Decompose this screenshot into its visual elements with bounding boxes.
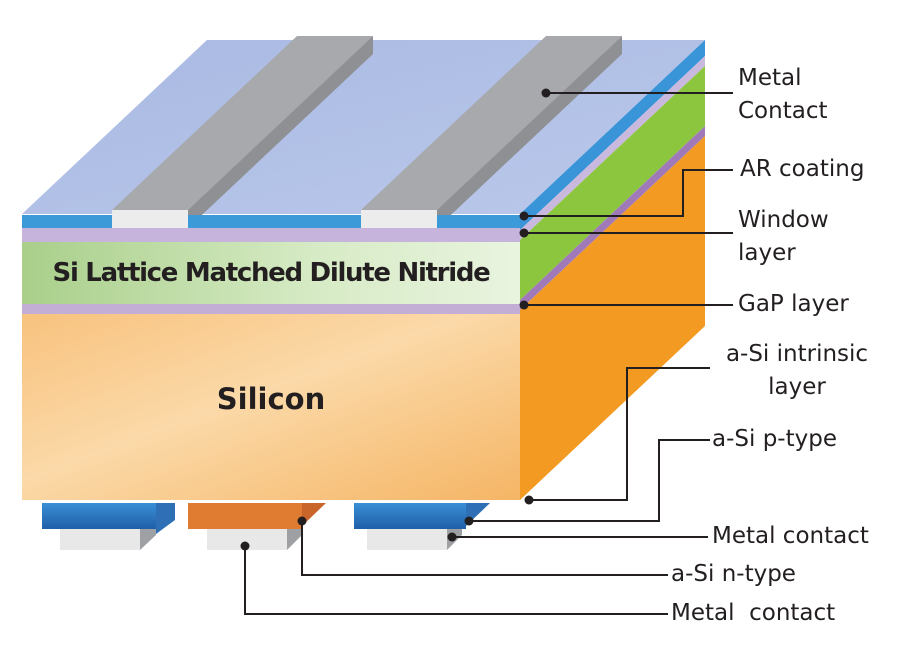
bottom-metal-contact-side <box>287 529 302 550</box>
leader-ar-coating <box>524 169 733 217</box>
label-metal-contact-top: Metal Contact <box>738 62 827 128</box>
leader-dot <box>464 516 474 526</box>
window-side <box>520 56 705 240</box>
leader-dot <box>524 495 534 505</box>
leader-lines <box>244 92 733 615</box>
label-asi-p-type: a-Si p-type <box>712 426 837 452</box>
label-line: Window <box>738 207 829 233</box>
gap-layer-front <box>22 304 520 314</box>
n-type-pad <box>188 503 302 529</box>
leader-dot <box>297 516 307 526</box>
label-asi-intrinsic: a-Si intrinsic layer <box>712 338 882 404</box>
top-contact-finger-front <box>112 210 188 232</box>
leader-dot <box>541 88 551 98</box>
n-type-pad-side <box>302 503 326 526</box>
leader-dots <box>240 88 551 551</box>
label-line: a-Si intrinsic <box>725 341 869 367</box>
leader-asi-p-type <box>469 439 710 522</box>
bottom-metal-contact <box>367 529 447 550</box>
window-layer-front <box>22 228 520 242</box>
label-line: layer <box>768 374 826 400</box>
leader-dot <box>447 532 457 542</box>
nitride-layer-front <box>22 242 520 304</box>
p-type-pad-side <box>156 503 175 534</box>
top-contact-finger-side <box>188 36 373 228</box>
label-metal-contact-right: Metal contact <box>712 523 869 549</box>
ar-coating-side <box>520 40 705 230</box>
label-gap-layer: GaP layer <box>738 291 849 317</box>
label-asi-n-type: a-Si n-type <box>671 561 796 587</box>
leader-dot <box>519 228 529 238</box>
ar-coating-front <box>22 215 112 228</box>
leader-dot <box>519 211 529 221</box>
top-contact-finger-top <box>361 36 622 210</box>
label-metal-contact-bottom: Metal contact <box>671 600 836 626</box>
top-contact-finger-side <box>437 36 622 228</box>
silicon-layer-label: Silicon <box>216 382 326 416</box>
top-contact-finger-front <box>361 210 437 232</box>
label-window-layer: Window layer <box>738 204 829 270</box>
bottom-metal-contact <box>207 529 287 550</box>
ar-coating-front <box>437 215 520 228</box>
leader-asi-n-type <box>301 521 668 576</box>
bottom-metal-contact <box>60 529 140 550</box>
ar-coating-front <box>188 215 361 228</box>
bottom-metal-contact-side <box>140 529 156 550</box>
p-type-pad <box>42 503 156 529</box>
label-line: layer <box>738 240 796 266</box>
label-line: Contact <box>738 98 828 124</box>
top-contact-finger-top <box>112 36 373 210</box>
label-ar-coating: AR coating <box>740 156 865 182</box>
nitride-side <box>520 66 705 300</box>
leader-metal-contact-bottom <box>244 546 668 615</box>
nitride-layer-label: Si Lattice Matched Dilute Nitride <box>52 258 491 288</box>
leader-dot <box>519 300 529 310</box>
leader-asi-intrinsic <box>529 367 710 501</box>
label-line: Metal <box>738 65 802 91</box>
silicon-side <box>520 136 705 500</box>
leader-dot <box>240 541 250 551</box>
silicon-front <box>22 314 520 500</box>
p-type-pad <box>354 503 466 529</box>
gap-side <box>520 126 705 310</box>
